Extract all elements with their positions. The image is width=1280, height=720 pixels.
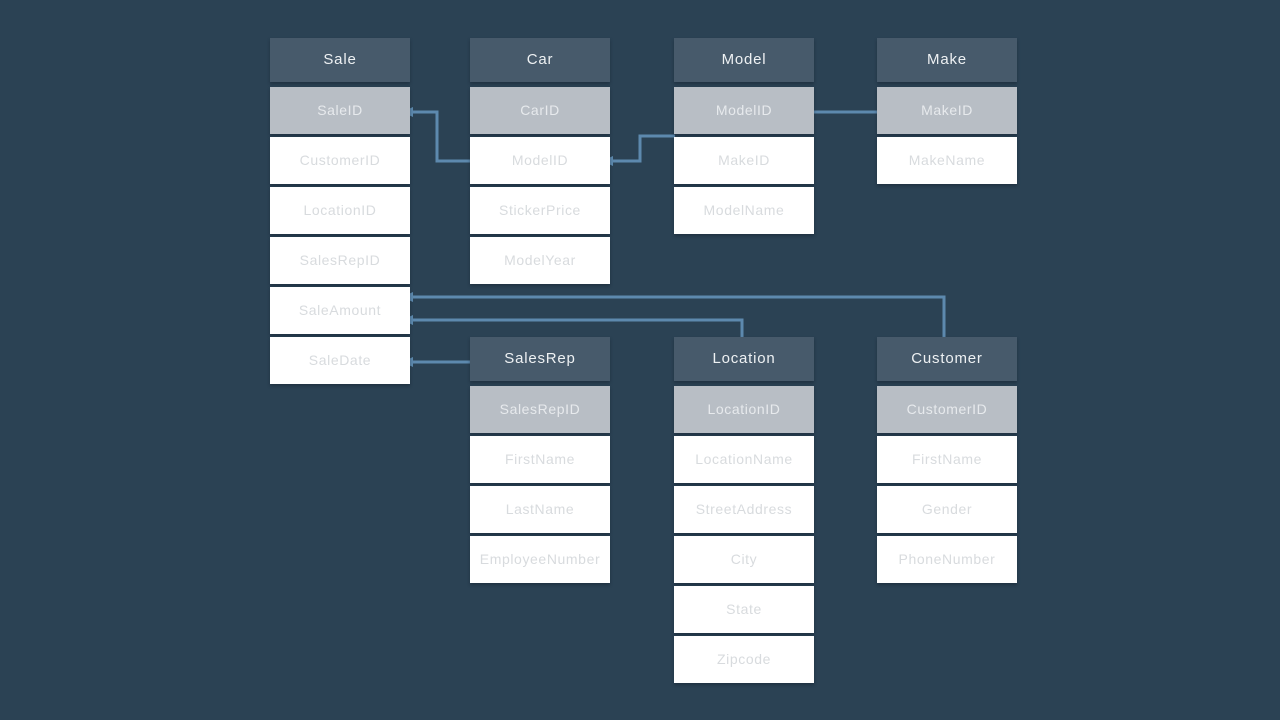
table-customer-field-phonenumber: PhoneNumber: [877, 536, 1017, 583]
table-car-field-modelid: ModelID: [470, 137, 610, 184]
table-location-pk-locationid: LocationID: [674, 386, 814, 433]
table-model-field-modelname: ModelName: [674, 187, 814, 234]
table-location-field-zipcode: Zipcode: [674, 636, 814, 683]
relation-line: [409, 295, 946, 338]
table-make-field-makename: MakeName: [877, 137, 1017, 184]
relation-car-model: [602, 134, 675, 166]
table-location-field-city: City: [674, 536, 814, 583]
relation-line: [409, 318, 744, 338]
table-sale-field-locationid: LocationID: [270, 187, 410, 234]
table-car-field-modelyear: ModelYear: [470, 237, 610, 284]
table-sale-pk-saleid: SaleID: [270, 87, 410, 134]
table-make-pk-makeid: MakeID: [877, 87, 1017, 134]
table-sale-field-salesrepid: SalesRepID: [270, 237, 410, 284]
relation-sale-location: [402, 315, 744, 338]
table-sale-title: Sale: [270, 38, 410, 82]
table-model-field-makeid: MakeID: [674, 137, 814, 184]
table-location-field-locationname: LocationName: [674, 436, 814, 483]
table-sale-field-saledate: SaleDate: [270, 337, 410, 384]
table-salesrep-pk-salesrepid: SalesRepID: [470, 386, 610, 433]
table-make[interactable]: Make MakeID MakeName: [877, 38, 1017, 187]
relation-sale-car: [402, 107, 470, 163]
table-make-title: Make: [877, 38, 1017, 82]
table-location-field-streetaddress: StreetAddress: [674, 486, 814, 533]
table-customer-pk-customerid: CustomerID: [877, 386, 1017, 433]
table-sale-field-saleamount: SaleAmount: [270, 287, 410, 334]
table-model-title: Model: [674, 38, 814, 82]
table-location-field-state: State: [674, 586, 814, 633]
relation-line: [609, 134, 675, 163]
table-location[interactable]: Location LocationID LocationName StreetA…: [674, 337, 814, 686]
table-car-pk-carid: CarID: [470, 87, 610, 134]
relation-line: [409, 110, 470, 163]
table-model[interactable]: Model ModelID MakeID ModelName: [674, 38, 814, 237]
table-customer-field-gender: Gender: [877, 486, 1017, 533]
table-salesrep[interactable]: SalesRep SalesRepID FirstName LastName E…: [470, 337, 610, 586]
table-car[interactable]: Car CarID ModelID StickerPrice ModelYear: [470, 38, 610, 287]
table-salesrep-title: SalesRep: [470, 337, 610, 381]
relation-sale-customer: [402, 292, 946, 338]
table-sale-field-customerid: CustomerID: [270, 137, 410, 184]
table-customer[interactable]: Customer CustomerID FirstName Gender Pho…: [877, 337, 1017, 586]
table-salesrep-field-employeenumber: EmployeeNumber: [470, 536, 610, 583]
table-location-title: Location: [674, 337, 814, 381]
table-model-pk-modelid: ModelID: [674, 87, 814, 134]
table-sale[interactable]: Sale SaleID CustomerID LocationID SalesR…: [270, 38, 410, 387]
table-salesrep-field-firstname: FirstName: [470, 436, 610, 483]
table-car-field-stickerprice: StickerPrice: [470, 187, 610, 234]
table-car-title: Car: [470, 38, 610, 82]
table-customer-field-firstname: FirstName: [877, 436, 1017, 483]
table-customer-title: Customer: [877, 337, 1017, 381]
relation-sale-salesrep: [402, 357, 470, 367]
table-salesrep-field-lastname: LastName: [470, 486, 610, 533]
